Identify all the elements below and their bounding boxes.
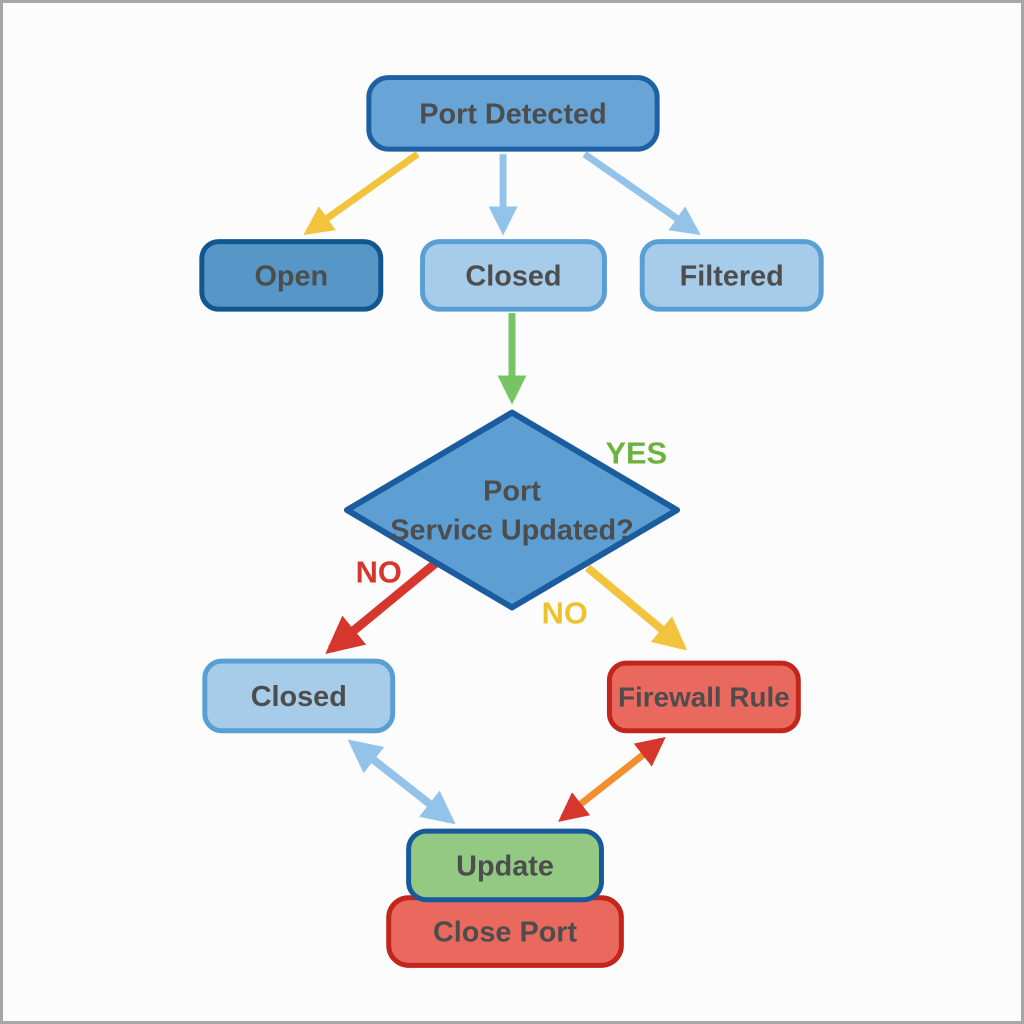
closed-top-shape [420,239,607,312]
firewall-rule-label: Firewall Rule [618,682,790,713]
edge-decision-to-firewall-no [585,564,688,651]
node-close-port: Close Port [386,895,624,968]
open-label: Open [254,260,328,292]
label-no-right: NO [542,595,588,630]
port-detected-label: Port Detected [419,98,606,130]
closed-bottom-label: Closed [251,681,347,713]
edge-decision-to-closed-no [325,558,441,654]
node-filtered: Filtered [639,239,824,312]
open-shape [199,239,384,312]
node-closed-top: Closed [420,239,607,312]
firewall-rule-shape [606,660,801,734]
node-open: Open [199,239,384,312]
port-detected-shape [366,75,660,152]
update-shape [406,828,604,903]
filtered-shape [639,239,824,312]
edge-detected-to-filtered [582,151,701,235]
edge-closed-update-both [347,739,456,825]
node-update: Update [406,828,604,903]
closed-top-label: Closed [465,260,561,292]
update-label: Update [456,851,554,883]
node-firewall-rule: Firewall Rule [606,660,801,734]
edge-firewall-update-both [558,737,666,822]
label-no-left: NO [356,555,402,590]
edge-detected-to-open [303,151,420,236]
decision-shape [343,409,681,611]
filtered-label: Filtered [680,260,784,292]
closed-bottom-shape [202,658,396,734]
node-port-detected: Port Detected [366,75,660,152]
node-closed-bottom: Closed [202,658,396,734]
close-port-label: Close Port [433,917,578,949]
label-yes: YES [605,435,667,470]
